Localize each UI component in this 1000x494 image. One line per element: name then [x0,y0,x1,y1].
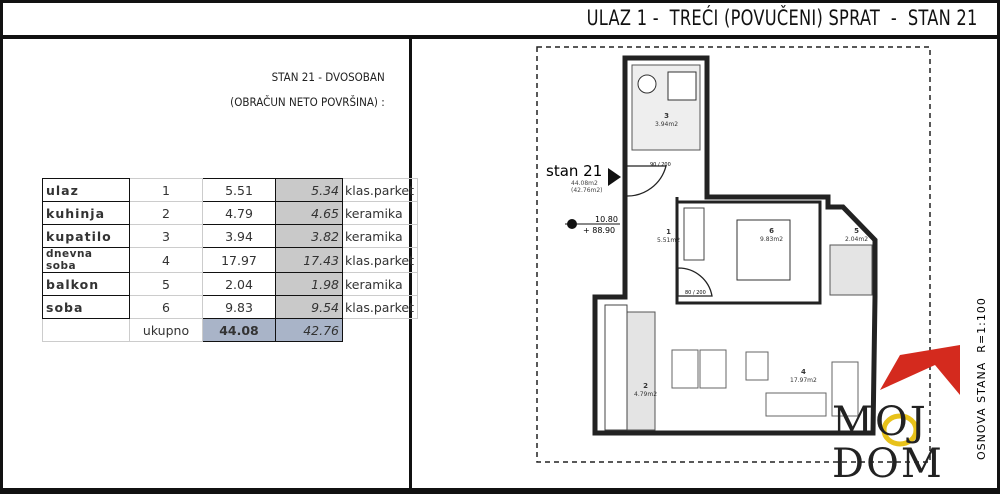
room-name: soba [42,295,130,319]
logo-o-icon [881,413,919,447]
shower-icon [667,71,697,101]
room-name: dnevna soba [42,247,130,273]
room-number-label: 2 [643,382,648,390]
room-number: 3 [129,224,203,248]
room-floor-material: klas.parket [342,295,418,319]
unit-label: stan 21 [546,162,603,180]
room-area-label: 17.97m2 [790,377,817,385]
door-label-bedroom: 80 / 200 [685,290,706,296]
sofa-icon [765,392,827,417]
apartment-outline [592,55,878,436]
room-area-label: 9.83m2 [760,236,784,244]
sofa-chaise-icon [831,361,859,417]
elevation-bottom: + 88.90 [583,226,616,235]
room-number: 4 [129,247,203,273]
entrance-arrow-icon [608,168,621,186]
bedroom-walls [675,200,822,305]
sheet-title: ULAZ 1 - TREĆI (POVUČENI) SPRAT - STAN 2… [587,6,978,30]
door-label-entrance: 90 / 200 [650,162,671,168]
dining-table-icon [699,349,727,389]
kitchen-tiles [626,311,656,431]
unit-area: 44.08m2 [571,180,598,187]
balcony-tiles [829,244,873,296]
unit-summary-subtitle: (OBRAČUN NETO POVRŠINA) : [230,95,385,109]
entrance-door-icon [625,165,667,197]
kitchen-counter-icon [604,304,628,431]
armchair-icon [745,351,769,381]
logo-text-top: MOJ [832,399,928,445]
table-total-row: ukupno 44.08 42.76 [42,318,418,342]
elevation-top: 10.80 [595,215,618,224]
room-number-label: 4 [800,368,806,376]
room-net-area: 5.34 [275,178,343,202]
total-label: ukupno [129,318,203,342]
room-net-area: 17.43 [275,247,343,273]
room-net-area: 3.82 [275,224,343,248]
room-floor-material: klas.parket [342,178,418,202]
room-area-label: 4.79m2 [634,391,658,399]
room-name: kuhinja [42,201,130,225]
room-area-label: 2.04m2 [845,236,869,244]
washing-machine-icon [637,74,657,94]
total-net: 42.76 [275,318,343,342]
logo-text-bottom: DOM [832,441,944,487]
room-gross-area: 2.04 [202,272,276,296]
wardrobe-icon [683,207,705,261]
room-net-area: 1.98 [275,272,343,296]
room-floor-material: keramika [342,201,418,225]
room-number-label: 3 [664,112,669,120]
room-floor-material: klas.parket [342,247,418,273]
bedroom-door-icon [677,267,713,297]
header-divider [0,35,1000,39]
room-area-label: 5.51m2 [657,237,681,245]
scale-label: OSNOVA STANA R=1:100 [975,297,988,460]
plan-boundary [536,46,931,463]
room-area-label: 3.94m2 [655,121,679,129]
room-gross-area: 5.51 [202,178,276,202]
unit-summary-title: STAN 21 - DVOSOBAN [271,70,385,84]
bottom-divider [0,488,1000,491]
room-number-label: 5 [854,227,859,235]
bed-icon [736,219,791,281]
dining-table-icon [671,349,699,389]
logo-roof-icon [880,345,960,395]
room-number-label: 1 [666,228,671,236]
room-name: ulaz [42,178,130,202]
total-gross: 44.08 [202,318,276,342]
room-number-label: 6 [769,227,774,235]
room-floor-material: keramika [342,272,418,296]
unit-net-area: (42.76m2) [571,187,603,194]
